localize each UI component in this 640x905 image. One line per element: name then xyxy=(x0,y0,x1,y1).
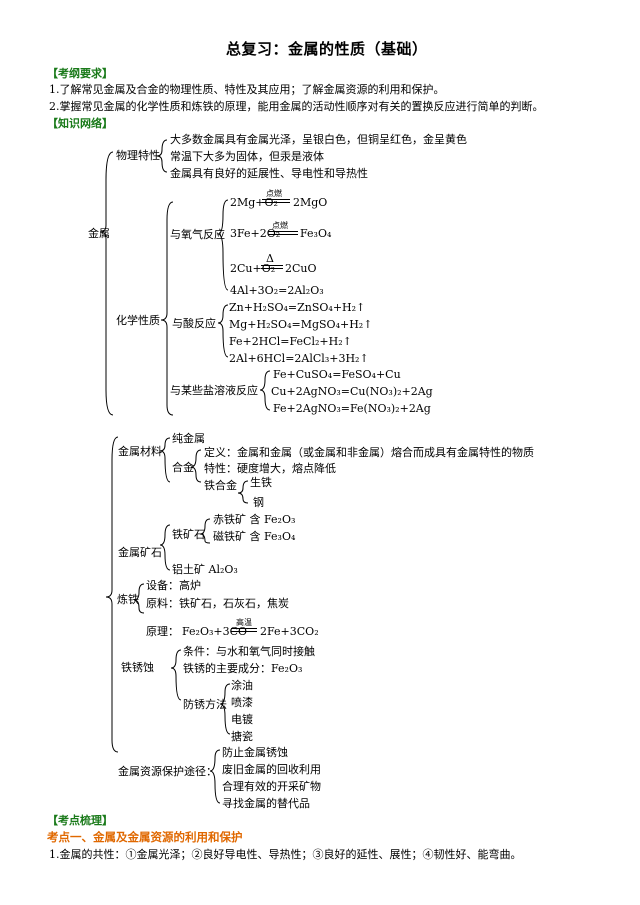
point1-title: 考点一、金属及金属资源的利用和保护 xyxy=(47,830,243,844)
acid-item: Zn+H₂SO₄=ZnSO₄+H₂↑ xyxy=(229,301,366,314)
al-ore: 铝土矿 Al₂O₃ xyxy=(172,563,238,576)
iron-ore-item: 赤铁矿 含 Fe₂O₃ xyxy=(213,513,296,526)
alloy-property: 特性：硬度增大，熔点降低 xyxy=(204,462,336,475)
oxygen-eq3-cond: Δ xyxy=(266,252,274,265)
protection-label: 金属资源保护途径： xyxy=(118,765,217,778)
pure-metal: 纯金属 xyxy=(172,432,205,445)
rust-method-item: 电镀 xyxy=(231,713,253,726)
protection-item: 合理有效的开采矿物 xyxy=(222,780,321,793)
oxygen-eq1-cond: 点燃 xyxy=(266,189,282,198)
oxygen-eq2-right: Fe₃O₄ xyxy=(300,227,332,240)
syllabus-header: 【考纲要求】 xyxy=(47,67,113,80)
rust-condition: 条件：与水和氧气同时接触 xyxy=(183,645,315,658)
physical-label: 物理特性 xyxy=(116,149,160,162)
page-title: 总复习：金属的性质（基础） xyxy=(226,40,428,58)
smelting-eq-cond: 高温 xyxy=(236,618,252,627)
salt-label: 与某些盐溶液反应 xyxy=(170,384,258,397)
smelting-raw: 原料：铁矿石，石灰石，焦炭 xyxy=(146,597,289,610)
reaction-arrow xyxy=(261,265,283,269)
acid-item: Fe+2HCl=FeCl₂+H₂↑ xyxy=(229,335,352,348)
alloy-definition: 定义：金属和金属（或金属和非金属）熔合而成具有金属特性的物质 xyxy=(204,446,534,459)
acid-item: 2Al+6HCl=2AlCl₃+3H₂↑ xyxy=(229,352,369,365)
ore-label: 金属矿石 xyxy=(118,546,162,559)
oxygen-eq3-right: 2CuO xyxy=(285,262,317,275)
rust-method-item: 搪瓷 xyxy=(231,730,253,743)
iron-ore-label: 铁矿石 xyxy=(172,528,205,541)
salt-item: Fe+2AgNO₃=Fe(NO₃)₂+2Ag xyxy=(273,402,431,415)
reaction-arrow xyxy=(231,628,257,632)
syllabus-item: 2.掌握常见金属的化学性质和炼铁的原理，能用金属的活动性顺序对有关的置换反应进行… xyxy=(49,100,544,113)
oxygen-label: 与氧气反应 xyxy=(170,228,225,241)
iron-alloy-label: 铁合金 xyxy=(204,479,237,492)
point1-text: 1.金属的共性：①金属光泽；②良好导电性、导热性；③良好的延性、展性；④韧性好、… xyxy=(49,848,522,861)
iron-ore-item: 磁铁矿 含 Fe₃O₄ xyxy=(213,530,296,543)
physical-item: 金属具有良好的延展性、导电性和导热性 xyxy=(170,167,368,180)
smelting-equipment: 设备：高炉 xyxy=(146,579,201,592)
acid-item: Mg+H₂SO₄=MgSO₄+H₂↑ xyxy=(229,318,373,331)
smelting-label: 炼铁 xyxy=(117,593,139,606)
network-header: 【知识网络】 xyxy=(47,117,113,130)
physical-item: 大多数金属具有金属光泽，呈银白色，但铜呈红色，金呈黄色 xyxy=(170,133,467,146)
smelting-principle-label: 原理： xyxy=(146,625,179,638)
physical-item: 常温下大多为固体，但汞是液体 xyxy=(170,150,324,163)
protection-item: 废旧金属的回收利用 xyxy=(222,763,321,776)
protection-item: 防止金属锈蚀 xyxy=(222,746,288,759)
rust-component: 铁锈的主要成分：Fe₂O₃ xyxy=(183,662,303,675)
reaction-arrow xyxy=(262,199,290,203)
salt-item: Fe+CuSO₄=FeSO₄+Cu xyxy=(273,368,401,381)
acid-label: 与酸反应 xyxy=(172,317,216,330)
review-header: 【考点梳理】 xyxy=(47,814,113,827)
iron-alloy-item: 钢 xyxy=(253,496,264,509)
syllabus-item: 1.了解常见金属及合金的物理性质、特性及其应用；了解金属资源的利用和保护。 xyxy=(49,83,445,96)
rust-method-label: 防锈方法 xyxy=(183,698,227,711)
alloy-label: 合金 xyxy=(172,461,194,474)
rust-method-item: 喷漆 xyxy=(231,696,253,709)
rust-method-item: 涂油 xyxy=(231,679,253,692)
materials-label: 金属材料 xyxy=(118,445,162,458)
salt-item: Cu+2AgNO₃=Cu(NO₃)₂+2Ag xyxy=(271,385,433,398)
tree-root-metal: 金属 xyxy=(88,227,110,240)
oxygen-eq2-left: 3Fe+2O₂ xyxy=(230,227,281,240)
reaction-arrow xyxy=(268,231,298,235)
rust-label: 铁锈蚀 xyxy=(121,661,154,674)
chemical-label: 化学性质 xyxy=(116,314,160,327)
smelting-eq-left: Fe₂O₃+3CO xyxy=(182,625,248,638)
oxygen-eq4: 4Al+3O₂=2Al₂O₃ xyxy=(230,284,324,297)
iron-alloy-item: 生铁 xyxy=(250,476,272,489)
oxygen-eq2-cond: 点燃 xyxy=(272,221,288,230)
protection-item: 寻找金属的替代品 xyxy=(222,797,310,810)
smelting-eq-right: 2Fe+3CO₂ xyxy=(260,625,319,638)
oxygen-eq1-right: 2MgO xyxy=(293,196,328,209)
